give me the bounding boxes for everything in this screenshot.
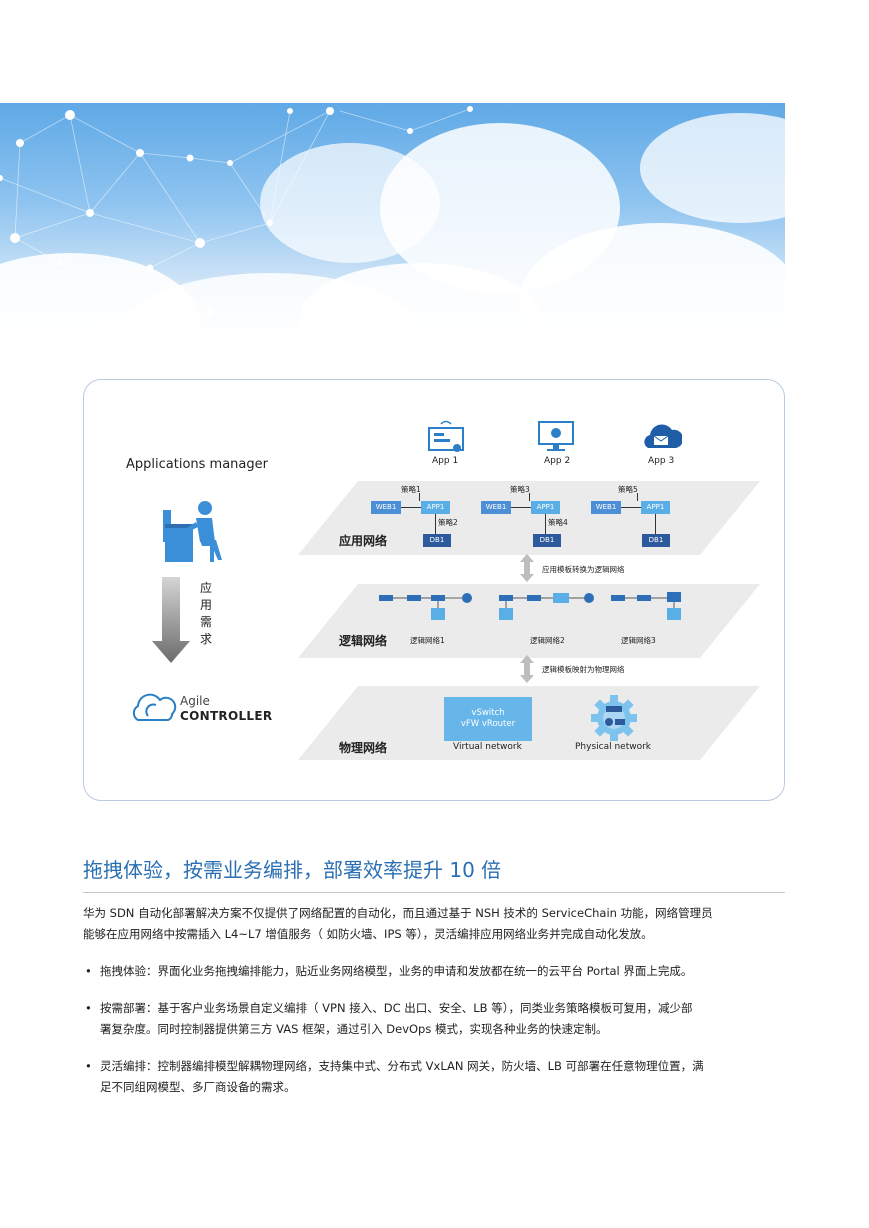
app-box: APP1 bbox=[421, 501, 450, 514]
heading-divider bbox=[83, 892, 785, 893]
controller-label: CONTROLLER bbox=[180, 709, 273, 723]
app1-label: App 1 bbox=[432, 456, 459, 466]
app3-label: App 3 bbox=[648, 456, 675, 466]
logical-network-2-label: 逻辑网络2 bbox=[530, 636, 565, 645]
app2-label: App 2 bbox=[544, 456, 571, 466]
logical-network-topology-graphic bbox=[379, 592, 681, 620]
virtual-network-box: vSwitch vFW vRouter bbox=[444, 697, 532, 741]
sky-banner-image bbox=[0, 103, 785, 327]
double-arrow-icon bbox=[520, 554, 534, 582]
physical-network-caption: Physical network bbox=[575, 742, 652, 752]
app2-monitor-icon bbox=[538, 421, 574, 451]
double-arrow-icon bbox=[520, 655, 534, 683]
bullet-drag-experience: • 拖拽体验：界面化业务拖拽编排能力，贴近业务网络模型，业务的申请和发放都在统一… bbox=[85, 964, 693, 978]
app1-monitor-icon bbox=[428, 420, 464, 452]
app-network-label: 应用网络 bbox=[339, 534, 388, 548]
person-at-desk-icon bbox=[163, 501, 222, 562]
transform-to-logical-label: 应用模板转换为逻辑网络 bbox=[542, 565, 625, 574]
down-arrow-icon bbox=[152, 577, 190, 663]
logical-network-3-label: 逻辑网络3 bbox=[621, 636, 656, 645]
policy-5-label: 策略5 bbox=[618, 485, 638, 494]
policy-1-label: 策略1 bbox=[401, 485, 421, 494]
gear-icon bbox=[591, 695, 637, 741]
db-box: DB1 bbox=[533, 534, 561, 547]
web-box: WEB1 bbox=[371, 501, 401, 514]
policy-3-label: 策略3 bbox=[510, 485, 530, 494]
section-heading: 拖拽体验，按需业务编排，部署效率提升 10 倍 bbox=[83, 858, 502, 882]
web-box: WEB1 bbox=[591, 501, 621, 514]
logical-network-1-label: 逻辑网络1 bbox=[410, 636, 445, 645]
network-nodes-graphic bbox=[0, 106, 473, 326]
vswitch-label: vSwitch bbox=[471, 708, 505, 718]
transform-to-physical-label: 逻辑模板映射为物理网络 bbox=[542, 665, 625, 674]
app-box: APP1 bbox=[641, 501, 670, 514]
applications-manager-title: Applications manager bbox=[126, 457, 268, 472]
physical-network-label: 物理网络 bbox=[339, 741, 388, 755]
logical-network-label: 逻辑网络 bbox=[339, 634, 388, 648]
agile-controller-logo-icon bbox=[132, 693, 177, 721]
app3-cloud-mail-icon bbox=[644, 424, 682, 448]
virtual-network-label: Virtual network bbox=[453, 742, 522, 752]
policy-4-label: 策略4 bbox=[548, 518, 568, 527]
web-box: WEB1 bbox=[481, 501, 511, 514]
db-box: DB1 bbox=[642, 534, 670, 547]
app-box: APP1 bbox=[531, 501, 560, 514]
vfw-vrouter-label: vFW vRouter bbox=[460, 719, 516, 729]
bullet-on-demand-deploy: • 按需部署：基于客户业务场景自定义编排（ VPN 接入、DC 出口、安全、LB… bbox=[85, 1001, 693, 1036]
bullet-flexible-orchestration: • 灵活编排：控制器编排模型解耦物理网络，支持集中式、分布式 VxLAN 网关，… bbox=[85, 1059, 704, 1094]
agile-label: Agile bbox=[180, 694, 210, 708]
intro-paragraph: 华为 SDN 自动化部署解决方案不仅提供了网络配置的自动化，而且通过基于 NSH… bbox=[83, 906, 713, 941]
db-box: DB1 bbox=[423, 534, 451, 547]
policy-2-label: 策略2 bbox=[438, 518, 458, 527]
app-requirement-label: 应 用 需 求 bbox=[199, 581, 212, 646]
